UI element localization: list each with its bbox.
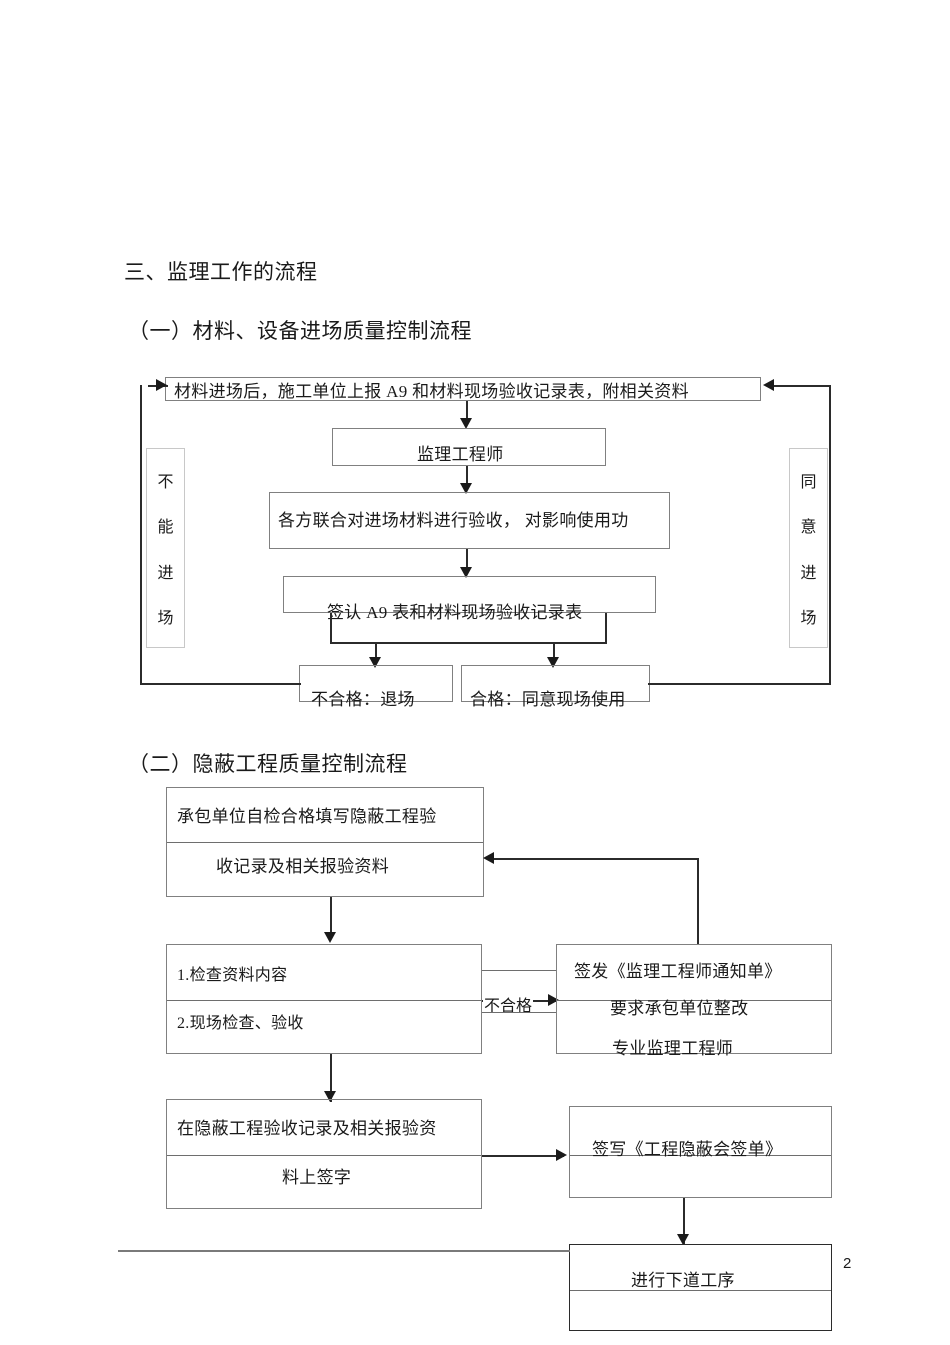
arrow-down-icon (547, 657, 559, 668)
flow1-node-pass-label: 合格：同意现场使用 (470, 690, 626, 709)
flow2-connector-review-sign (330, 1054, 332, 1102)
flow1-node-joint-check (269, 492, 670, 549)
flow1-label-agree-enter-char-1: 意 (800, 519, 817, 537)
flow1-connector-fail (375, 642, 377, 660)
flow1-label-cannot-enter-char-1: 能 (157, 519, 174, 537)
flow1-label-agree-enter-char-2: 进 (800, 564, 817, 582)
flow2-node-notice-line3: 专业监理工程师 (612, 1039, 734, 1058)
flow1-loop-right-top (772, 385, 831, 387)
flow2-guide-bottom (482, 1012, 556, 1013)
flow2-node-sign-line2: 料上签字 (282, 1168, 352, 1187)
flow1-label-cannot-enter: 不 能 进 场 (146, 448, 185, 648)
flow2-node-sign-divider (167, 1155, 481, 1156)
flow1-connector-joint-sign (466, 549, 468, 569)
flow2-node-review-line2: 2.现场检查、验收 (177, 1015, 304, 1032)
flow2-guide-top (482, 970, 556, 971)
flow1-node-engineer (332, 428, 606, 466)
arrow-right-icon (156, 379, 167, 391)
flow1-connector-pass (553, 642, 555, 660)
arrow-down-icon (324, 932, 336, 943)
flow2-connector-selfcheck-review (330, 897, 332, 935)
flow1-splitter-left (330, 613, 332, 644)
flow2-node-notice-divider (557, 1000, 831, 1001)
flow1-label-agree-enter: 同 意 进 场 (789, 448, 828, 648)
flow1-label-cannot-enter-char-0: 不 (157, 473, 174, 491)
flow2-node-sign-line1: 在隐蔽工程验收记录及相关报验资 (177, 1119, 437, 1138)
flow2-node-joint-sign-label: 签写《工程隐蔽会签单》 (592, 1140, 783, 1159)
flow1-loop-right-bottom (648, 683, 831, 685)
flow1-node-sign-a9-label: 签认 A9 表和材料现场验收记录表 (327, 603, 583, 622)
flow2-connector-jointsign-next (683, 1198, 685, 1244)
flow2-node-self-check-divider (167, 842, 483, 843)
flow2-loop-vertical (697, 858, 699, 944)
flow2-node-joint-sign-divider (570, 1155, 831, 1156)
flow1-label-agree-enter-char-0: 同 (800, 473, 817, 491)
flow1-heading: （一）材料、设备进场质量控制流程 (128, 319, 472, 343)
arrow-right-icon (556, 1149, 567, 1161)
flow1-splitter-right (605, 613, 607, 644)
flow1-node-fail-label: 不合格：退场 (311, 690, 415, 709)
arrow-down-icon (677, 1234, 689, 1245)
flow1-connector-engineer-joint (466, 466, 468, 485)
arrow-down-icon (460, 567, 472, 578)
footer-rule (118, 1250, 570, 1252)
flow1-label-cannot-enter-char-2: 进 (157, 564, 174, 582)
flow1-splitter-bar (330, 642, 607, 644)
arrow-down-icon (324, 1091, 336, 1102)
flow2-connector-sign-jointsign (482, 1155, 564, 1157)
flow2-loop-horizontal (492, 858, 699, 860)
flow2-node-next-step-divider (570, 1290, 831, 1291)
flow2-node-next-step (569, 1244, 832, 1331)
arrow-left-icon (483, 852, 494, 864)
flow2-node-notice-line2: 要求承包单位整改 (610, 999, 749, 1018)
flow1-node-sign-a9 (283, 576, 656, 613)
arrow-right-icon (548, 994, 559, 1006)
arrow-down-icon (369, 657, 381, 668)
arrow-down-icon (460, 483, 472, 494)
flow1-node-intake-label: 材料进场后，施工单位上报 A9 和材料现场验收记录表，附相关资料 (174, 382, 689, 401)
flow1-loop-left-bottom (140, 683, 301, 685)
flow2-node-joint-sign (569, 1106, 832, 1198)
flow1-connector-intake-engineer (466, 401, 468, 420)
arrow-down-icon (460, 418, 472, 429)
flow1-label-agree-enter-char-3: 场 (800, 610, 817, 628)
flow2-node-notice-line1: 签发《监理工程师通知单》 (574, 962, 782, 981)
flow1-loop-left-vertical (140, 385, 142, 685)
flow2-node-review-line1: 1.检查资料内容 (177, 967, 288, 984)
flow2-node-self-check-line2: 收记录及相关报验资料 (216, 857, 389, 876)
flow1-label-cannot-enter-char-3: 场 (157, 610, 174, 628)
flow2-node-next-step-label: 进行下道工序 (631, 1271, 735, 1290)
flow2-node-review-divider (167, 1000, 481, 1001)
flow2-node-self-check-line1: 承包单位自检合格填写隐蔽工程验 (177, 807, 437, 826)
section-heading: 三、监理工作的流程 (124, 260, 318, 284)
flow1-node-engineer-label: 监理工程师 (417, 445, 504, 464)
flow1-loop-right-vertical (829, 385, 831, 685)
flow2-node-sign (166, 1099, 482, 1209)
flow2-node-review (166, 944, 482, 1054)
page-number: 2 (843, 1255, 852, 1272)
flow2-node-notice (556, 944, 832, 1054)
flow2-heading: （二）隐蔽工程质量控制流程 (128, 752, 408, 776)
flow2-node-self-check (166, 787, 484, 897)
arrow-left-icon (763, 379, 774, 391)
flow1-node-joint-check-label: 各方联合对进场材料进行验收， 对影响使用功 (278, 511, 629, 530)
